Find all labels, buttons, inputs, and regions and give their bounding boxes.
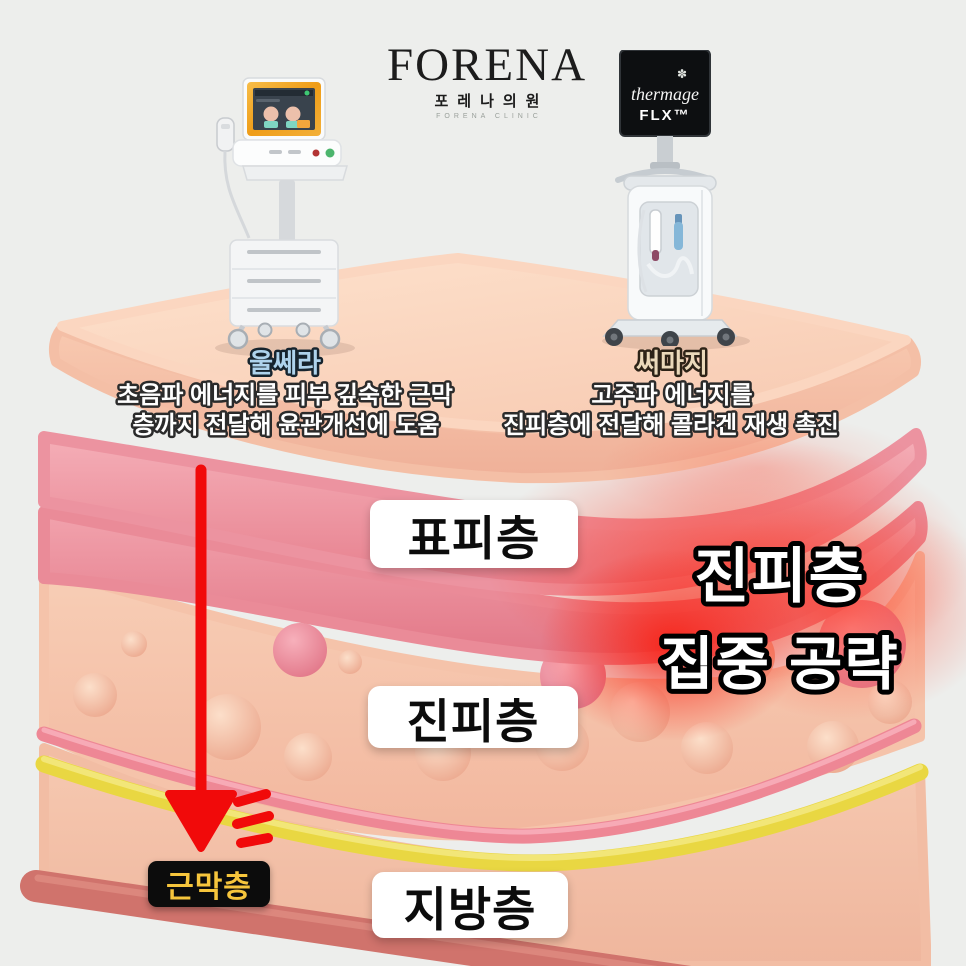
ulthera-console-icon bbox=[232, 139, 348, 181]
logo-clinic-name-en: FORENA CLINIC bbox=[436, 113, 542, 120]
label-fat-text: 지방층 bbox=[403, 882, 537, 936]
thermage-screen-brand: thermage bbox=[631, 84, 699, 104]
thermage-tower-icon bbox=[615, 136, 717, 321]
ulthera-device bbox=[216, 77, 348, 350]
label-fascia-text: 근막층 bbox=[166, 871, 252, 904]
label-dermis-text: 진피층 bbox=[406, 694, 540, 748]
thermage-screen-model: FLX™ bbox=[639, 107, 690, 124]
fascia-bottom-band bbox=[20, 870, 692, 966]
label-epidermis: 표피층 bbox=[370, 500, 578, 568]
ulthera-cart-icon bbox=[227, 180, 341, 350]
label-epidermis-text: 표피층 bbox=[407, 511, 541, 565]
thermage-base-icon bbox=[602, 319, 738, 346]
thermage-monitor-icon: ✽ thermage FLX™ bbox=[619, 50, 711, 137]
ulthera-handpiece-icon bbox=[216, 117, 251, 239]
label-dermis: 진피층 bbox=[368, 686, 578, 748]
clinic-logo: FORENA 포레나의원 FORENA CLINIC bbox=[340, 39, 634, 121]
pink-vessel-line bbox=[36, 718, 922, 844]
ulthera-shadow bbox=[215, 339, 355, 357]
energy-dashes bbox=[232, 789, 274, 848]
thermage-leaf-icon: ✽ bbox=[677, 67, 687, 81]
depth-arrow bbox=[165, 464, 237, 852]
thermage-device: ✽ thermage FLX™ bbox=[602, 50, 738, 346]
ulthera-monitor-icon bbox=[242, 77, 326, 141]
label-fascia: 근막층 bbox=[148, 861, 270, 907]
logo-clinic-name-kr: 포레나의원 bbox=[434, 93, 549, 110]
label-fat: 지방층 bbox=[372, 872, 568, 938]
logo-brand-text: FORENA bbox=[386, 39, 588, 91]
